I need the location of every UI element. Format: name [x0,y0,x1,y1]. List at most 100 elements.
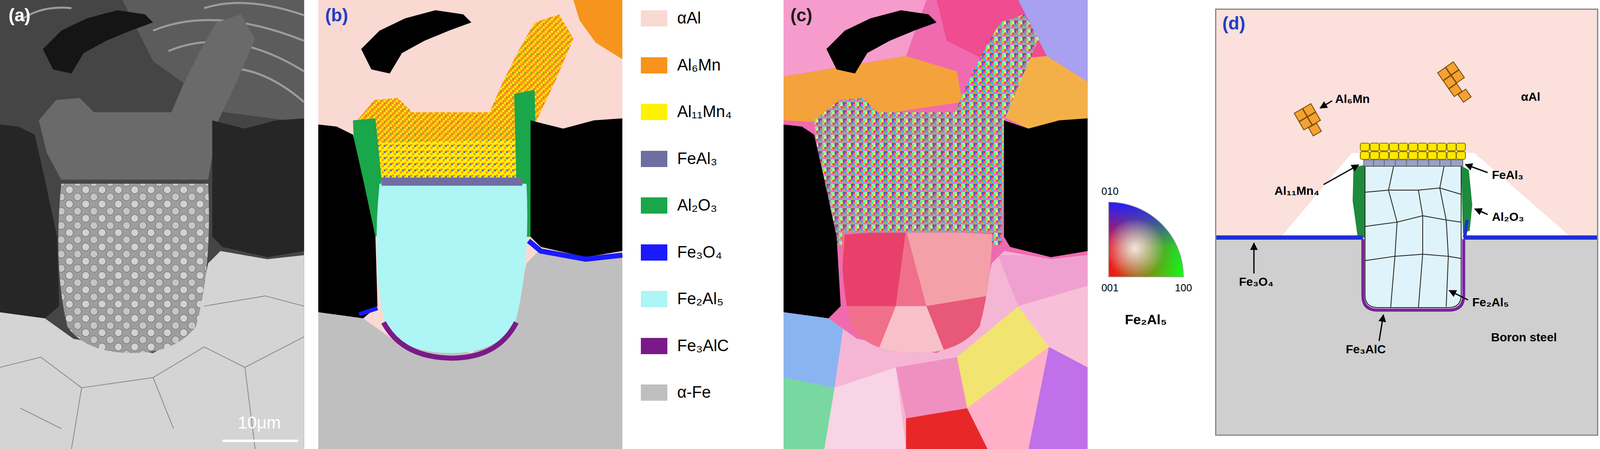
legend-swatch [640,10,668,27]
schematic [1360,151,1370,160]
schematic [1365,166,1462,308]
schematic [1456,151,1466,160]
legend-swatch [640,103,668,121]
schematic [1456,143,1466,151]
leader-arrow [1465,164,1488,173]
phase-map [318,0,623,449]
schematic [1427,151,1437,160]
sem-image [212,118,305,258]
legend-swatch [640,150,668,168]
phase-label: αAl [1520,90,1541,104]
legend-label: α-Fe [677,383,711,402]
schematic [1360,143,1370,151]
schematic [1451,70,1465,84]
orientation-map [839,181,998,233]
leader-arrow [1323,164,1359,185]
schematic [1417,143,1427,151]
schematic [1398,151,1408,160]
schematic [1294,103,1326,139]
ipf-key [1108,202,1184,277]
ipf-key [1108,202,1184,277]
ipf-key [1108,202,1184,277]
phase-label: Fe₃O₄ [1238,275,1274,289]
schematic [1352,164,1365,238]
schematic [1437,143,1447,151]
orientation-map [824,367,907,449]
phase-label: Al₆Mn [1335,92,1370,106]
schematic [1379,143,1389,151]
orientation-map [1004,118,1088,258]
image-panel: (a)10μm [0,0,305,449]
sem-image [222,439,299,443]
phase-map [318,0,623,449]
phase-map [383,322,517,359]
phase-map [381,177,523,186]
orientation-map [783,0,1088,449]
orientation-map [783,306,845,388]
orientation-map [998,255,1088,306]
schematic [1362,239,1464,311]
legend-swatch [640,197,668,214]
schematic [1417,151,1427,160]
axis-label: 010 [1101,185,1119,197]
schematic [1370,143,1380,151]
schematic [1408,143,1418,151]
orientation-map [839,229,906,306]
panel-letter: (a) [8,5,31,26]
orientation-map [967,346,1049,449]
orientation-map [826,10,937,74]
phase-map [359,308,378,315]
schematic [1408,151,1418,160]
key-title: Fe₂Al₅ [1124,311,1167,328]
orientation-map [906,229,999,306]
schematic [1215,9,1598,435]
schematic [1370,151,1380,160]
sem-image [0,0,305,449]
legend-label: αAl [677,8,702,27]
schematic [1379,151,1389,160]
orientation-map [839,181,998,358]
panel-letter: (c) [790,5,813,26]
schematic [1373,159,1451,167]
legend-label: Al₁₁Mn₄ [677,102,732,121]
image-panel: (b) [318,0,623,449]
legend-label: FeAl₃ [677,149,718,168]
sem-image [0,0,305,449]
axis-label: 100 [1174,281,1192,294]
legend-swatch [640,57,668,74]
phase-map [377,138,529,180]
schematic-panel: (d) [1215,8,1599,436]
phase-map [530,118,623,258]
schematic [1363,159,1463,167]
orientation-map [926,296,988,358]
phase-label: Boron steel [1491,330,1557,344]
legend-label: Al₂O₃ [677,196,718,215]
orientation-map [783,124,841,319]
sem-image [20,2,305,103]
legend-swatch [640,337,668,355]
phase-map [361,10,472,74]
schematic [1447,143,1457,151]
legend-label: Fe₃AlC [677,336,729,355]
leader-arrow [1253,100,1488,341]
leader-arrow [1474,208,1488,215]
leader-arrow [1379,314,1384,341]
schematic [1427,143,1437,151]
legend-label: Al₆Mn [677,55,721,74]
schematic [1437,151,1447,160]
orientation-map [783,0,1088,449]
panel-letter: (d) [1222,13,1246,34]
schematic [1464,220,1468,238]
schematic [1437,61,1476,105]
sem-image [42,10,153,74]
phase-label: Al₂O₃ [1491,210,1524,224]
schematic [1360,143,1466,160]
schematic [1308,123,1322,136]
ipf-key [1108,202,1184,277]
legend-label: Fe₃O₄ [677,243,723,262]
phase-label: Fe₃AlC [1345,342,1386,356]
phase-map [318,124,378,319]
